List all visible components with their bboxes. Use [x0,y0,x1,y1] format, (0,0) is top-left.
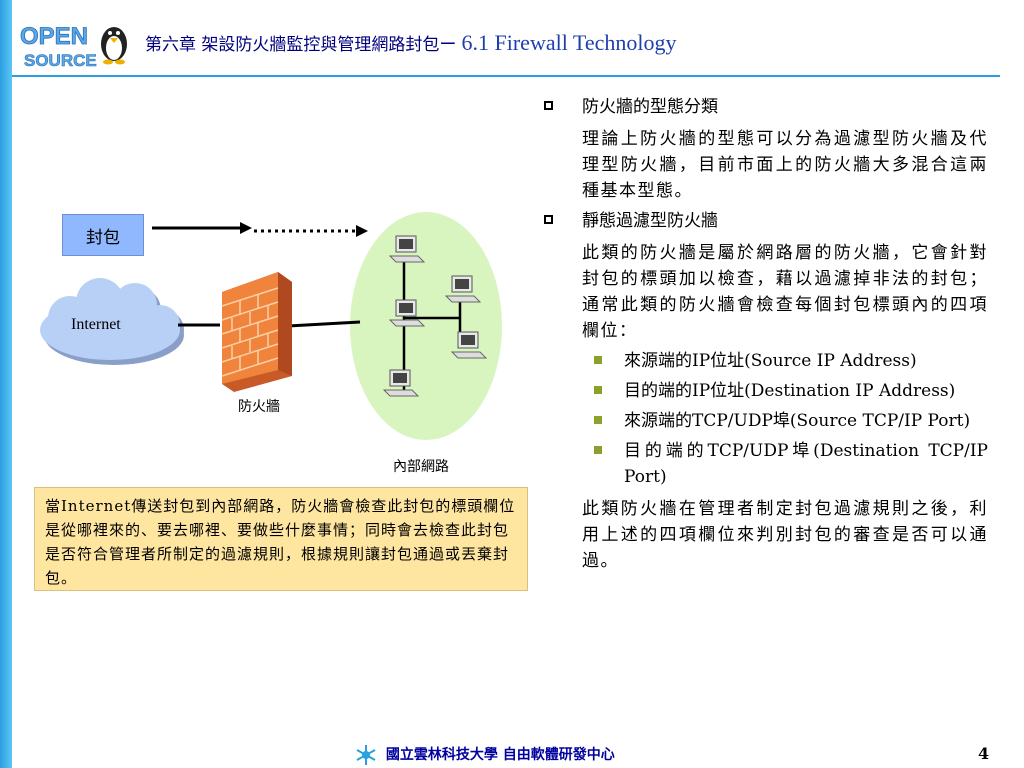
footer-center: 自由軟體研發中心 [502,747,615,763]
computer-icon [388,299,426,327]
firewall-label: 防火牆 [238,399,280,415]
left-accent-bar [0,0,12,768]
computer-icon [444,275,482,303]
title-english: 6.1 Firewall Technology [461,30,677,55]
packet-label-box: 封包 [62,214,144,256]
internal-network-area [350,212,502,440]
internet-label: Internet [71,316,121,333]
paragraph-firewall-types: 理論上防火牆的型態可以分為過濾型防火牆及代理型防火牆，目前市面上的防火牆大多混合… [582,129,988,201]
bullet-firewall-types: 防火牆的型態分類 [544,94,988,120]
firewall-icon [221,272,292,392]
computer-icon [388,235,426,263]
logo-text-top: OPEN [20,23,88,50]
field-item: 來源端的TCP/UDP埠(Source TCP/IP Port) [544,408,988,434]
slide-content: 防火牆的型態分類 理論上防火牆的型態可以分為過濾型防火牆及代理型防火牆，目前市面… [544,90,988,574]
packet-arrow [152,222,368,237]
logo-text-bottom: SOURCE [24,51,97,70]
explanation-note: 當Internet傳送封包到內部網路，防火牆會檢查此封包的標頭欄位是從哪裡來的、… [34,487,528,591]
note-text: 當Internet傳送封包到內部網路，防火牆會檢查此封包的標頭欄位是從哪裡來的、… [45,497,516,587]
field-item: 目的端的TCP/UDP埠(Destination TCP/IP Port) [544,438,988,490]
link-firewall-network [287,320,361,328]
slide-title: 第六章 架設防火牆監控與管理網路封包ー 6.1 Firewall Technol… [145,30,676,56]
paragraph-static-filter: 此類的防火牆是屬於網路層的防火牆，它會針對封包的標頭加以檢查，藉以過濾掉非法的封… [582,243,988,341]
field-item: 目的端的IP位址(Destination IP Address) [544,378,988,404]
header-divider [12,75,1000,77]
packet-label: 封包 [86,227,120,248]
computer-icon [450,331,488,359]
footer-org: 國立雲林科技大學 [385,747,498,763]
page-number: 4 [978,744,990,763]
penguin-icon [101,27,127,65]
internet-cloud [40,278,184,365]
bullet-static-filter: 靜態過濾型防火牆 [544,208,988,234]
title-chinese: 第六章 架設防火牆監控與管理網路封包ー [145,35,457,55]
field-item: 來源端的IP位址(Source IP Address) [544,348,988,374]
snowflake-icon [356,745,376,765]
internal-network-label: 內部網路 [393,459,449,475]
computer-icon [382,369,420,397]
paragraph-closing: 此類防火牆在管理者制定封包過濾規則之後，利用上述的四項欄位來判別封包的審查是否可… [582,499,988,571]
footer: 國立雲林科技大學 自由軟體研發中心 [355,744,615,766]
open-source-logo: OPEN SOURCE [20,23,127,70]
